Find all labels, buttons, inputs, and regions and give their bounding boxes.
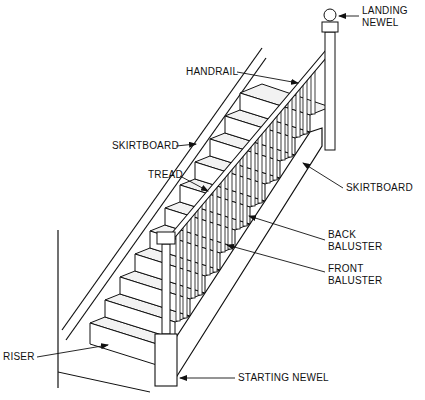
front-baluster [251,141,255,206]
back-baluster [288,97,292,157]
part-label: HANDRAIL [186,66,246,78]
skirtboard-band [160,128,322,384]
part-label: BACK BALUSTER [328,229,390,253]
newel-base [155,334,177,386]
newel-cap [157,232,175,244]
back-baluster [258,132,262,203]
front-baluster [266,123,270,183]
leader-line [180,176,208,191]
back-baluster [243,150,247,226]
riser-group [90,93,310,366]
front-baluster [311,70,315,114]
handrail [166,50,326,248]
newel-post [162,244,170,334]
part-label: LANDING NEWEL [362,5,420,29]
part-label: SKIRTBOARD [346,182,416,194]
part-label: SKIRTBOARD [112,140,178,152]
front-baluster [206,194,210,275]
back-baluster [198,204,202,295]
back-baluster [303,79,307,134]
back-baluster [183,221,187,318]
front-baluster [176,230,180,321]
skirtboard-line [66,58,266,340]
leader-line [37,345,108,357]
baluster-group [176,70,315,321]
front-baluster [221,176,225,252]
leader-line [180,378,235,379]
leader-line [339,16,359,17]
leader-line [237,72,298,83]
leader-group [37,16,359,378]
newel-post [325,32,335,150]
leader-line [176,144,196,146]
leader-line [227,245,325,272]
newel-ball [324,9,336,21]
part-label: TREAD [148,169,188,181]
floor-line [58,372,150,392]
front-baluster [191,212,195,298]
part-label: RISER [3,351,43,363]
front-baluster [296,88,300,137]
leader-line [249,216,325,240]
back-baluster [228,168,232,249]
newel-cap [322,22,338,32]
wall-edge [57,230,58,388]
part-label: STARTING NEWEL [238,372,348,384]
back-baluster [213,186,217,272]
front-baluster [236,158,240,229]
front-baluster [281,105,285,160]
part-label: FRONT BALUSTER [328,263,390,287]
back-baluster [273,115,277,180]
leader-line [303,163,343,188]
tread-group [90,84,330,345]
